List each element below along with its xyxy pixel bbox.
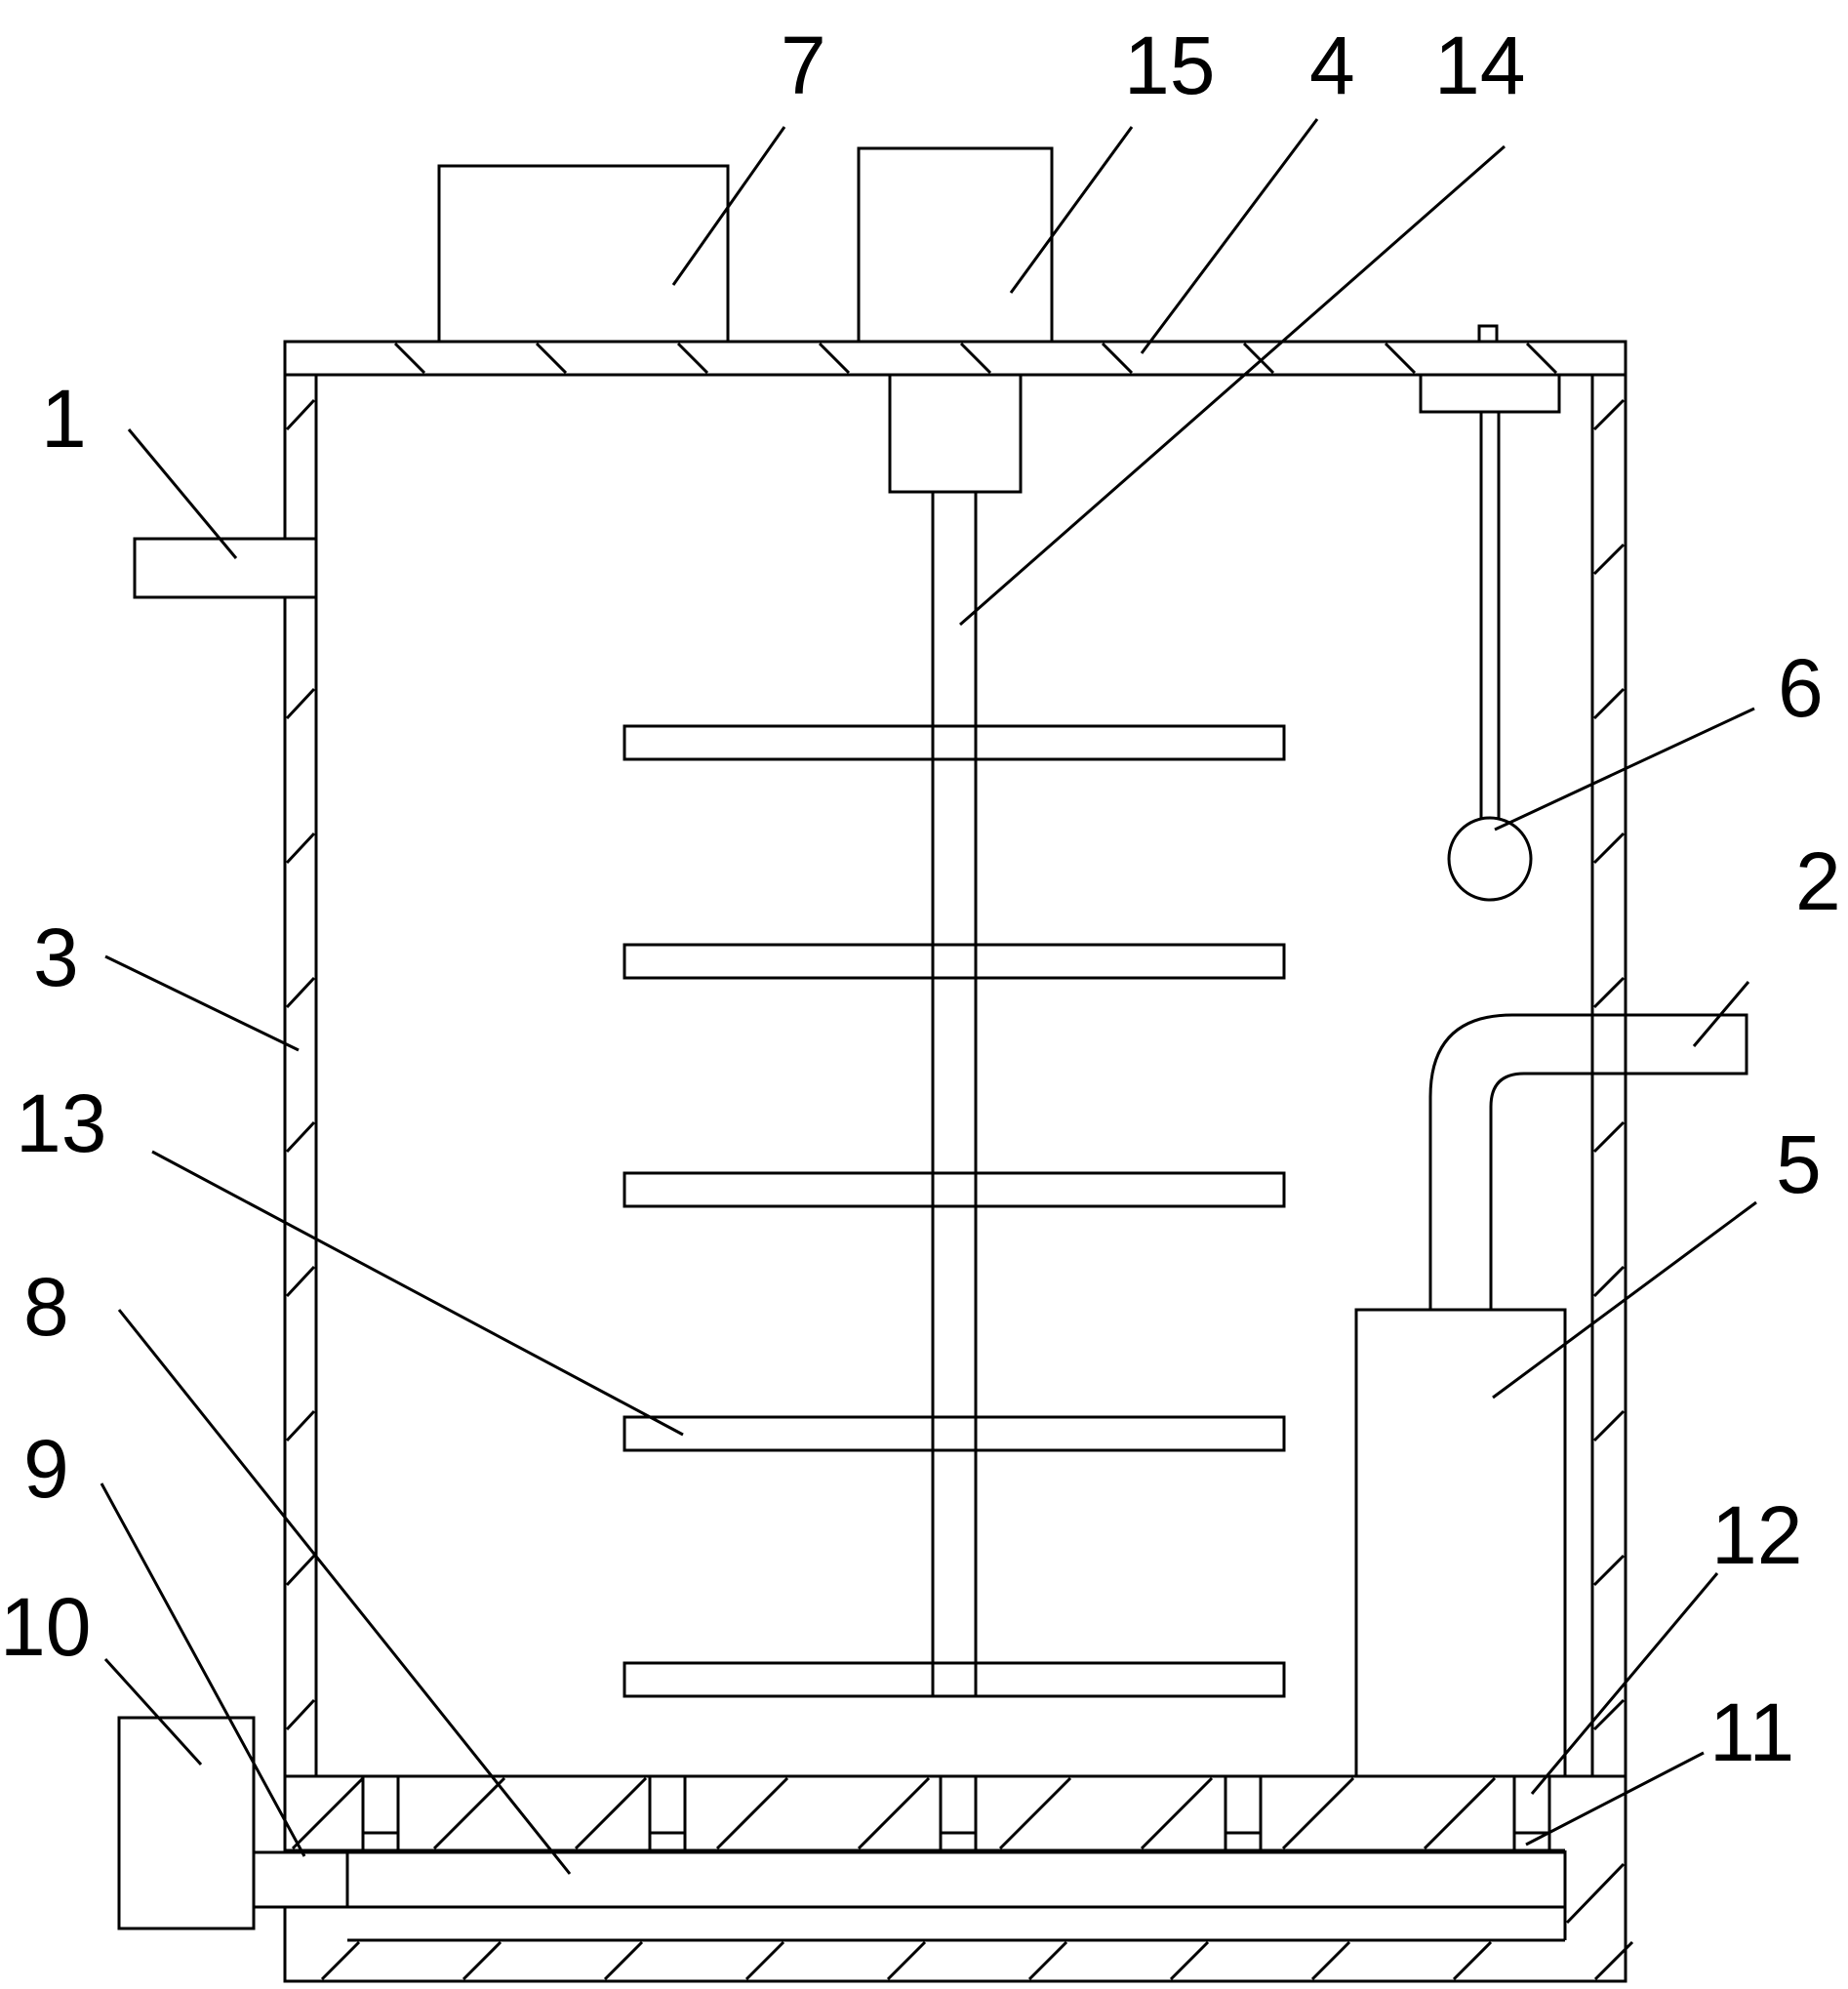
hatch-line bbox=[744, 1940, 785, 1981]
hatch-line bbox=[1592, 687, 1626, 720]
callout-15: 15 bbox=[1124, 20, 1215, 111]
hatch-line bbox=[1140, 1776, 1214, 1850]
callout-1: 1 bbox=[41, 373, 87, 465]
motor-15 bbox=[857, 146, 1054, 344]
hatch-line bbox=[1592, 1120, 1626, 1154]
hatch-line bbox=[285, 398, 316, 431]
hatch-line bbox=[285, 1554, 316, 1587]
hatch-line bbox=[285, 832, 316, 865]
callout-14: 14 bbox=[1434, 20, 1525, 111]
hatch-line bbox=[676, 342, 709, 375]
hatch-line bbox=[1384, 342, 1417, 375]
hatch-line bbox=[574, 1776, 648, 1850]
callout-4: 4 bbox=[1309, 20, 1355, 111]
conveyor-shaft bbox=[252, 1850, 349, 1909]
hatch-line bbox=[818, 342, 851, 375]
outlet-pipe bbox=[1428, 1013, 1748, 1310]
hatch-line bbox=[285, 1265, 316, 1298]
hatch-line bbox=[1101, 342, 1134, 375]
hatch-line bbox=[1452, 1940, 1493, 1981]
hatch-line bbox=[285, 1120, 316, 1154]
hatch-line bbox=[1592, 1698, 1626, 1731]
hatch-line bbox=[1592, 832, 1626, 865]
stirring-blades bbox=[623, 724, 1286, 1698]
drive-motor-10 bbox=[117, 1716, 256, 1930]
conveyor-tube bbox=[345, 1850, 1567, 1909]
hatch-line bbox=[432, 1776, 506, 1850]
hatch-line bbox=[285, 976, 316, 1009]
shaft-bearing bbox=[888, 373, 1023, 494]
callout-5: 5 bbox=[1776, 1118, 1822, 1210]
callout-7: 7 bbox=[781, 20, 826, 111]
hatch-line bbox=[1592, 1554, 1626, 1587]
hatch-line bbox=[857, 1776, 931, 1850]
callout-10: 10 bbox=[0, 1581, 91, 1673]
callout-11: 11 bbox=[1709, 1686, 1794, 1778]
hatch-line bbox=[1310, 1940, 1351, 1981]
hatch-line bbox=[1027, 1940, 1068, 1981]
hatch-line bbox=[291, 1776, 365, 1850]
hatch-line bbox=[285, 1698, 316, 1731]
hatch-line bbox=[320, 1940, 361, 1981]
hatch-line bbox=[285, 1409, 316, 1442]
hatch-line bbox=[1593, 1940, 1634, 1981]
hatch-line bbox=[1592, 976, 1626, 1009]
hatch-line bbox=[603, 1940, 644, 1981]
callout-13: 13 bbox=[16, 1077, 106, 1169]
hatch-line bbox=[535, 342, 568, 375]
hatch-line bbox=[886, 1940, 927, 1981]
callout-9: 9 bbox=[23, 1423, 69, 1515]
hatch-line bbox=[1592, 543, 1626, 576]
callout-6: 6 bbox=[1778, 642, 1824, 734]
nozzles bbox=[361, 1774, 1551, 1852]
hatch-line bbox=[1281, 1776, 1355, 1850]
callout-2: 2 bbox=[1795, 835, 1841, 927]
hatch-line bbox=[1242, 342, 1275, 375]
hatch-line bbox=[1565, 1862, 1626, 1925]
hatch-line bbox=[1592, 1409, 1626, 1442]
hatch-line bbox=[1423, 1776, 1497, 1850]
hatch-line bbox=[1525, 342, 1558, 375]
leader-lines bbox=[100, 118, 1757, 1875]
hatch-line bbox=[1592, 398, 1626, 431]
hatch-line bbox=[285, 687, 316, 720]
callout-12: 12 bbox=[1711, 1489, 1802, 1581]
inlet-pipe bbox=[133, 537, 318, 599]
stirring-shaft bbox=[931, 492, 978, 1696]
pump-box bbox=[1354, 1308, 1567, 1778]
hatch-line bbox=[715, 1776, 789, 1850]
hatch-line bbox=[1592, 1265, 1626, 1298]
hatch-line bbox=[462, 1940, 502, 1981]
hatch-line bbox=[393, 342, 426, 375]
hatch-line bbox=[959, 342, 992, 375]
motor-7 bbox=[437, 164, 730, 344]
callout-labels: 1 2 3 4 5 6 7 8 9 10 11 12 13 14 15 bbox=[0, 20, 1841, 1778]
level-sensor bbox=[1419, 324, 1561, 902]
hatch-line bbox=[1169, 1940, 1210, 1981]
hatch-line bbox=[998, 1776, 1072, 1850]
callout-8: 8 bbox=[23, 1261, 69, 1353]
callout-3: 3 bbox=[33, 912, 79, 1003]
